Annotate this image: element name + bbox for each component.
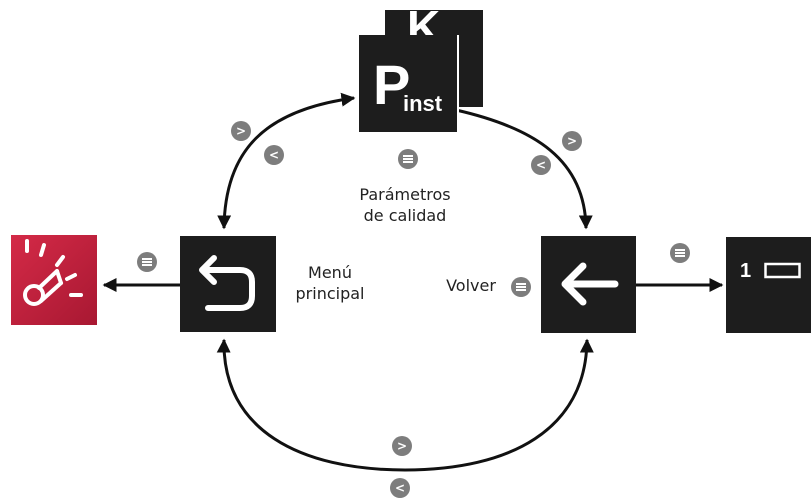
pinst-symbol: P: [373, 53, 411, 116]
return-arrow-icon: [199, 255, 255, 311]
menu-principal-label-line2: principal: [295, 284, 365, 303]
menu-principal-tile[interactable]: [180, 236, 276, 332]
menu-button-right[interactable]: [670, 243, 690, 263]
parametros-label-line1: Parámetros: [359, 185, 451, 204]
gauge-icon: [23, 239, 83, 306]
volver-tile[interactable]: [541, 236, 636, 333]
prev-button-bottom[interactable]: <: [390, 478, 410, 498]
prev-button-left[interactable]: <: [264, 145, 284, 165]
arrow-menu-to-volver: [216, 338, 594, 472]
gauge-tile[interactable]: [11, 235, 97, 325]
screen-1-digit: 1: [740, 260, 752, 282]
menu-button-top[interactable]: [398, 149, 418, 169]
next-button-right[interactable]: >: [562, 131, 582, 151]
menu-principal-label-line1: Menú: [308, 263, 352, 282]
pinst-tile[interactable]: P inst: [359, 35, 457, 132]
menu-principal-label: Menú principal: [282, 262, 378, 304]
parametros-label-line2: de calidad: [363, 206, 447, 225]
menu-button-left[interactable]: [137, 252, 157, 272]
volver-label: Volver: [440, 275, 502, 296]
screen-1-tile[interactable]: 1: [726, 237, 811, 333]
menu-button-volver[interactable]: [511, 277, 531, 297]
prev-button-right[interactable]: <: [531, 155, 551, 175]
arrow-pinst-to-menu: [217, 92, 356, 230]
parametros-label: Parámetros de calidad: [349, 184, 461, 226]
volver-label-text: Volver: [446, 276, 496, 295]
pinst-subscript: inst: [403, 91, 443, 116]
next-button-bottom[interactable]: >: [392, 436, 412, 456]
next-button-left[interactable]: >: [231, 121, 251, 141]
left-arrow-icon: [561, 262, 619, 306]
arrow-pinst-to-volver: [455, 108, 593, 230]
battery-icon: [764, 262, 801, 279]
